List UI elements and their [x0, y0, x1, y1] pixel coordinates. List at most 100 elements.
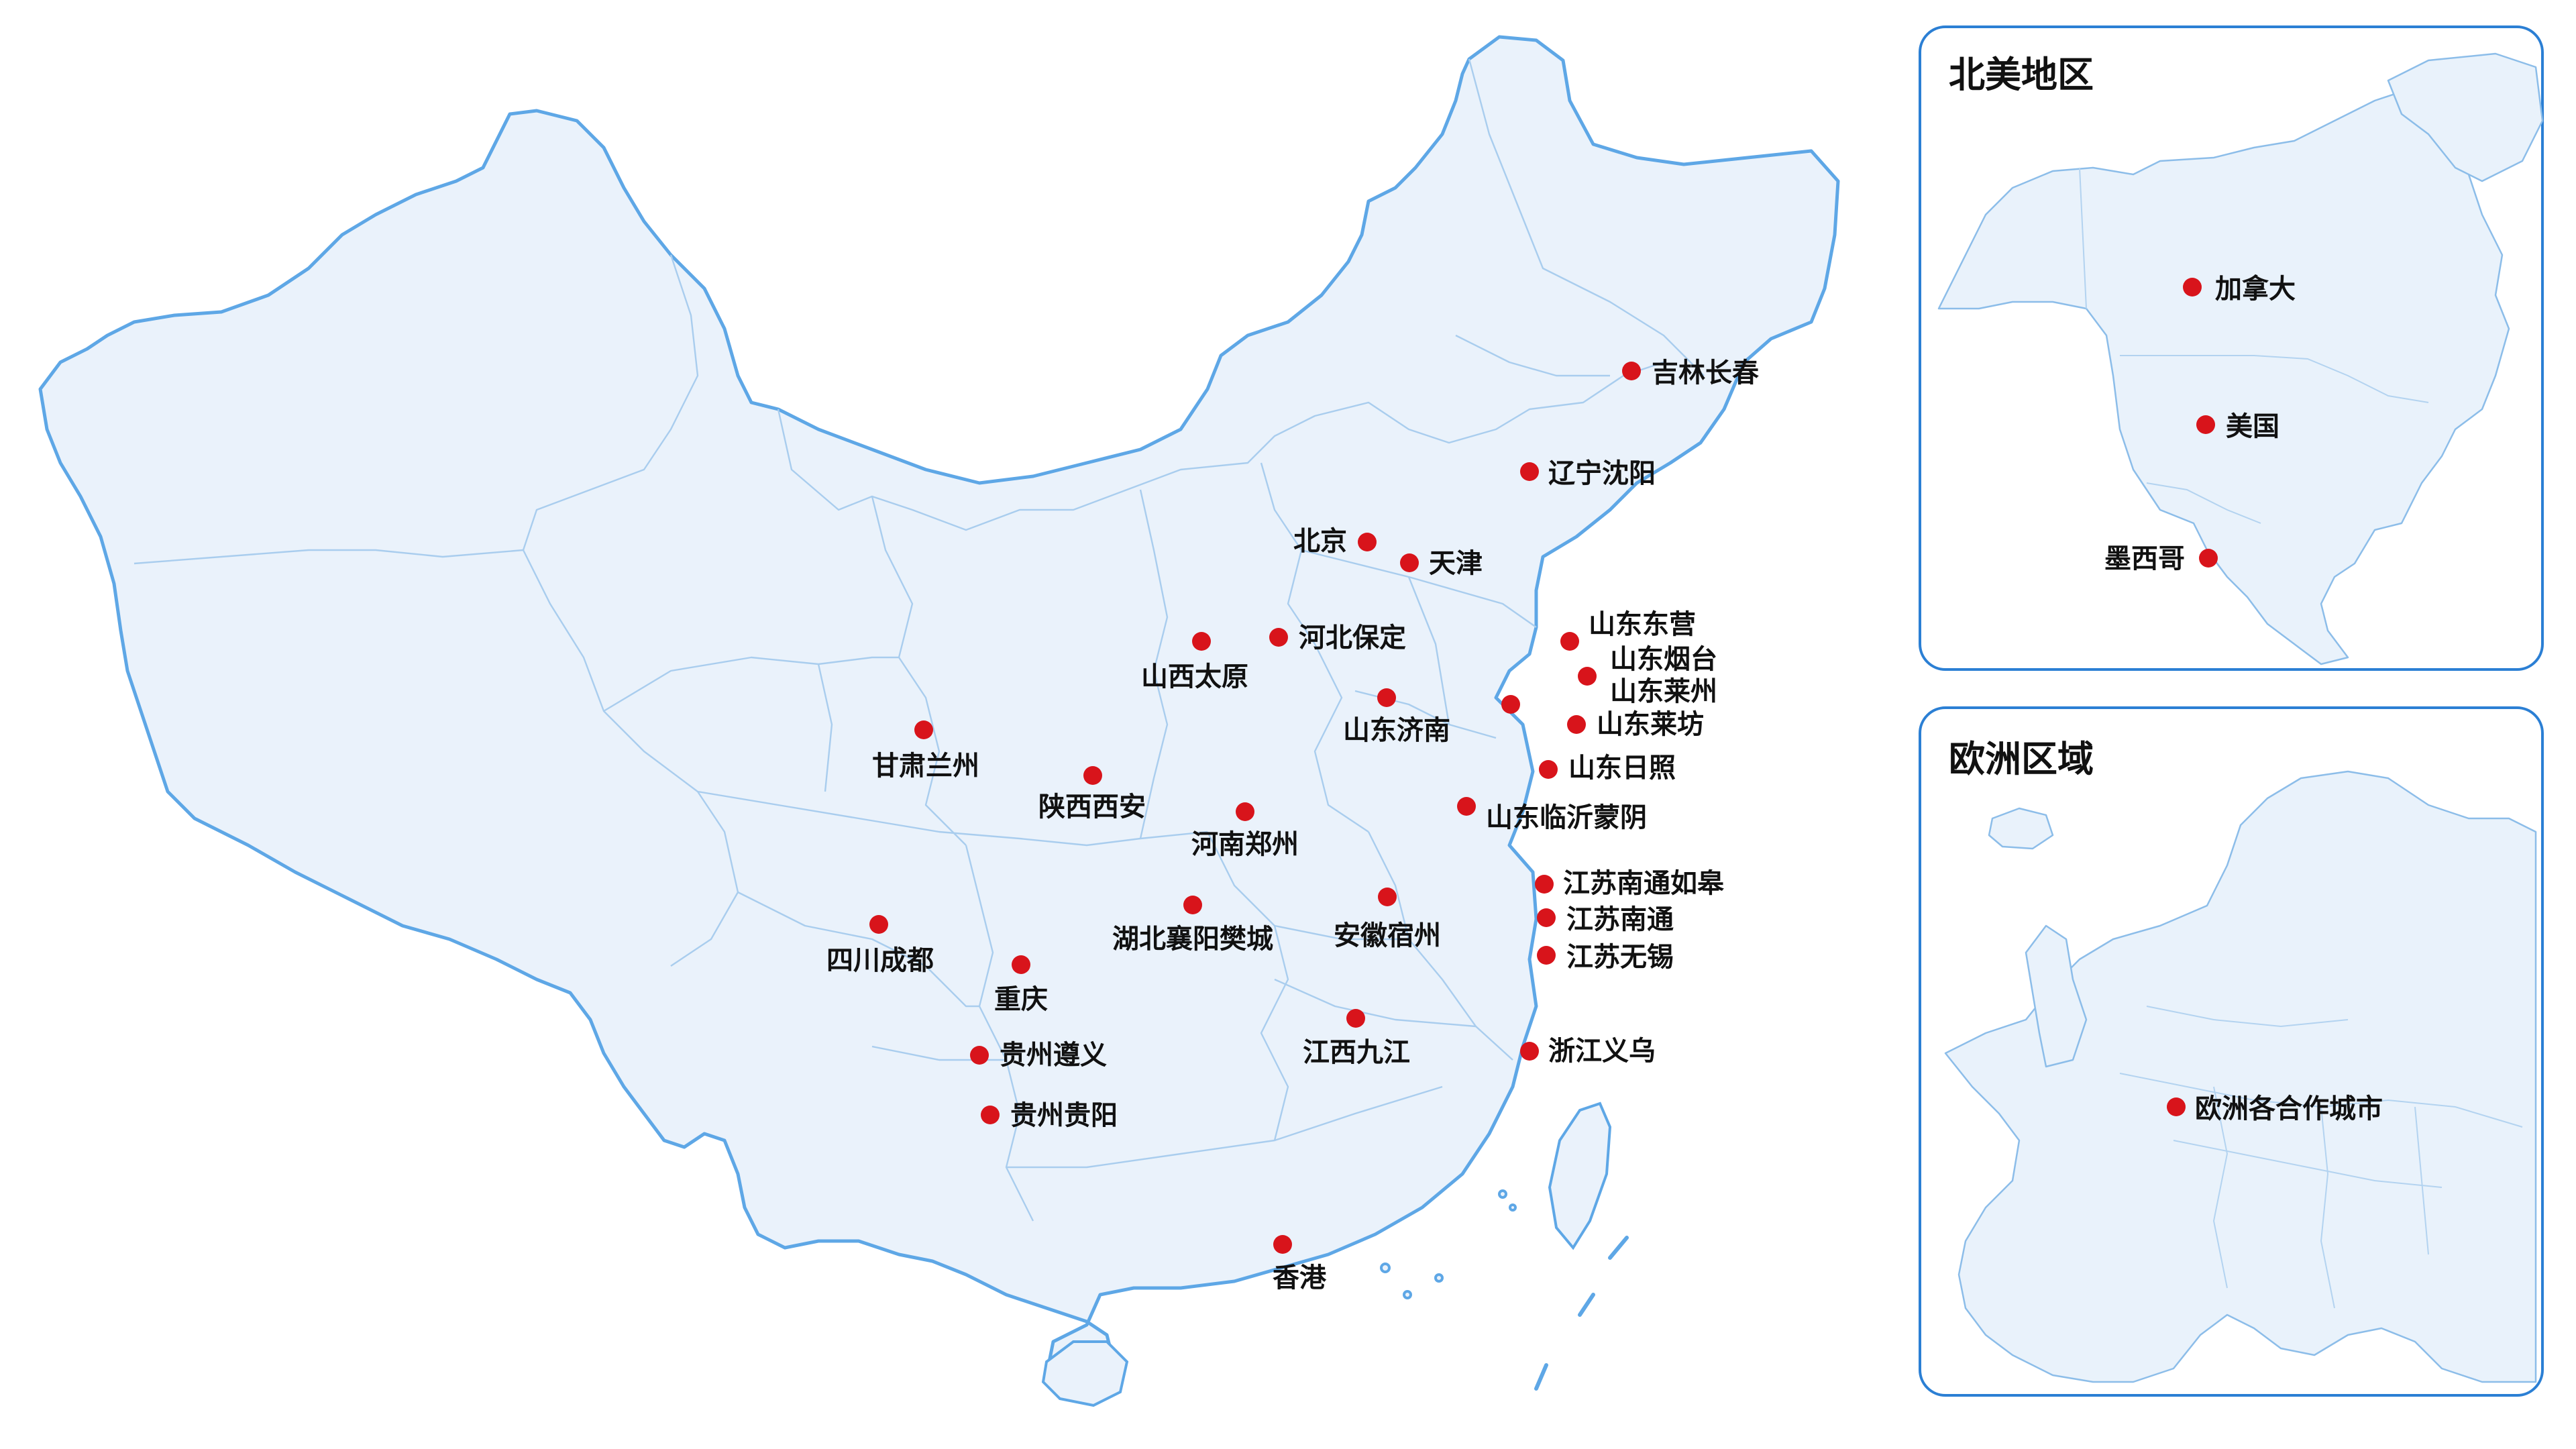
city-marker-hongkong[interactable]: 香港 — [1273, 1235, 1327, 1293]
location-pin-icon[interactable] — [1539, 760, 1558, 779]
city-label: 江西九江 — [1303, 1038, 1410, 1067]
china-mainland-outline — [38, 35, 1840, 1397]
location-pin-icon[interactable] — [1273, 1235, 1292, 1254]
location-pin-icon[interactable] — [970, 1046, 989, 1065]
city-marker-usa[interactable]: 美国 — [2196, 412, 2279, 441]
canada-usa-border — [2120, 355, 2429, 403]
city-label: 山东临沂蒙阴 — [1486, 803, 1647, 833]
city-label: 湖北襄阳樊城 — [1112, 924, 1273, 954]
small-island — [1509, 1203, 1517, 1212]
city-marker-shandong-linyi-mengyin[interactable]: 山东临沂蒙阴 — [1457, 797, 1647, 833]
city-label: 山东莱州 — [1610, 677, 1717, 706]
city-marker-anhui-suzhou[interactable]: 安徽宿州 — [1334, 888, 1441, 951]
city-marker-shandong-laizhou[interactable]: 山东莱州 — [1501, 677, 1717, 714]
location-pin-icon[interactable] — [1269, 628, 1288, 647]
location-pin-icon[interactable] — [1457, 797, 1476, 816]
city-marker-henan-zhengzhou[interactable]: 河南郑州 — [1191, 802, 1299, 859]
north-america-landmass — [1937, 79, 2510, 665]
city-marker-sichuan-chengdu[interactable]: 四川成都 — [826, 915, 934, 975]
city-marker-zhejiang-yiwu[interactable]: 浙江义乌 — [1520, 1036, 1656, 1066]
location-pin-icon[interactable] — [2196, 415, 2215, 434]
city-label: 江苏无锡 — [1566, 943, 1674, 972]
location-pin-icon[interactable] — [2199, 549, 2218, 568]
europe-landmass — [1944, 770, 2537, 1383]
city-marker-jiangsu-wuxi[interactable]: 江苏无锡 — [1537, 943, 1674, 972]
city-marker-shandong-yantai[interactable]: 山东烟台 — [1578, 645, 1717, 686]
city-label: 山东济南 — [1343, 716, 1450, 745]
location-pin-icon[interactable] — [1083, 766, 1102, 785]
city-marker-mexico[interactable]: 墨西哥 — [2104, 544, 2218, 574]
city-marker-tianjin[interactable]: 天津 — [1400, 549, 1483, 578]
city-marker-jiangsu-nantong-rugao[interactable]: 江苏南通如皋 — [1535, 869, 1725, 898]
small-island — [1380, 1263, 1391, 1273]
north-america-panel-title: 北美地区 — [1949, 55, 2094, 95]
city-marker-jilin-changchun[interactable]: 吉林长春 — [1622, 358, 1759, 388]
province-borders — [133, 58, 1705, 1222]
location-pin-icon[interactable] — [1400, 553, 1419, 572]
location-pin-icon[interactable] — [2183, 278, 2202, 297]
location-pin-icon[interactable] — [1236, 802, 1254, 821]
location-pin-icon[interactable] — [1537, 908, 1556, 927]
location-pin-icon[interactable] — [1501, 695, 1520, 714]
north-america-panel: 北美地区 — [1919, 25, 2544, 671]
sea-boundary-dash — [1534, 1363, 1548, 1391]
location-pin-icon[interactable] — [981, 1106, 1000, 1124]
small-island — [1434, 1273, 1444, 1283]
location-pin-icon[interactable] — [1578, 667, 1597, 686]
location-pin-icon[interactable] — [1567, 715, 1586, 734]
city-marker-gansu-lanzhou[interactable]: 甘肃兰州 — [872, 720, 979, 781]
location-pin-icon[interactable] — [1520, 462, 1539, 481]
location-pin-icon[interactable] — [1012, 955, 1030, 974]
city-marker-shandong-dongying[interactable]: 山东东营 — [1560, 610, 1696, 651]
city-marker-europe-partners[interactable]: 欧洲各合作城市 — [2167, 1094, 2383, 1124]
city-marker-shandong-rizhao[interactable]: 山东日照 — [1539, 753, 1676, 783]
city-label: 墨西哥 — [2104, 544, 2185, 574]
city-marker-chongqing[interactable]: 重庆 — [994, 955, 1048, 1014]
city-label: 山东烟台 — [1610, 645, 1717, 674]
city-marker-hebei-baoding[interactable]: 河北保定 — [1269, 623, 1406, 653]
city-marker-shandong-jinan[interactable]: 山东济南 — [1343, 688, 1450, 745]
location-pin-icon[interactable] — [1537, 946, 1556, 965]
alaska-border — [2079, 167, 2087, 309]
city-marker-shaanxi-xian[interactable]: 陕西西安 — [1038, 766, 1146, 822]
british-isles — [2025, 924, 2088, 1068]
city-label: 美国 — [2226, 412, 2279, 441]
location-pin-icon[interactable] — [869, 915, 888, 934]
location-pin-icon[interactable] — [1560, 632, 1579, 651]
location-pin-icon[interactable] — [1378, 888, 1397, 906]
city-marker-guizhou-zunyi[interactable]: 贵州遵义 — [970, 1040, 1107, 1070]
location-pin-icon[interactable] — [2167, 1097, 2186, 1116]
city-marker-liaoning-shenyang[interactable]: 辽宁沈阳 — [1520, 459, 1656, 488]
city-marker-canada[interactable]: 加拿大 — [2183, 274, 2296, 304]
location-pin-icon[interactable] — [1377, 688, 1396, 707]
city-label: 贵州遵义 — [1000, 1040, 1107, 1070]
location-pin-icon[interactable] — [1520, 1042, 1539, 1061]
small-island — [1403, 1290, 1412, 1299]
city-label: 香港 — [1273, 1263, 1327, 1293]
sea-boundary-dash — [1608, 1236, 1629, 1260]
city-marker-guizhou-guiyang[interactable]: 贵州贵阳 — [981, 1101, 1118, 1130]
city-marker-hubei-xiangyang-fancheng[interactable]: 湖北襄阳樊城 — [1112, 896, 1273, 954]
location-pin-icon[interactable] — [1183, 896, 1202, 914]
location-pin-icon[interactable] — [1535, 875, 1554, 894]
hainan-island — [1041, 1340, 1129, 1407]
city-label: 北京 — [1293, 527, 1347, 556]
city-marker-jiangsu-nantong[interactable]: 江苏南通 — [1537, 905, 1674, 934]
city-marker-beijing[interactable]: 北京 — [1293, 527, 1377, 556]
city-label: 江苏南通 — [1566, 905, 1674, 934]
location-pin-icon[interactable] — [1346, 1009, 1365, 1028]
city-label: 四川成都 — [826, 946, 934, 975]
city-marker-jiangxi-jiujiang[interactable]: 江西九江 — [1303, 1009, 1410, 1067]
location-pin-icon[interactable] — [1358, 533, 1377, 551]
city-label: 辽宁沈阳 — [1548, 459, 1656, 488]
city-label: 欧洲各合作城市 — [2195, 1094, 2383, 1124]
city-label: 山东东营 — [1589, 610, 1696, 639]
location-pin-icon[interactable] — [914, 720, 933, 739]
city-marker-shanxi-taiyuan[interactable]: 山西太原 — [1141, 632, 1248, 692]
city-label: 重庆 — [994, 985, 1048, 1014]
location-pin-icon[interactable] — [1192, 632, 1211, 651]
city-marker-shandong-weifang[interactable]: 山东莱坊 — [1567, 710, 1704, 739]
location-pin-icon[interactable] — [1622, 362, 1641, 380]
